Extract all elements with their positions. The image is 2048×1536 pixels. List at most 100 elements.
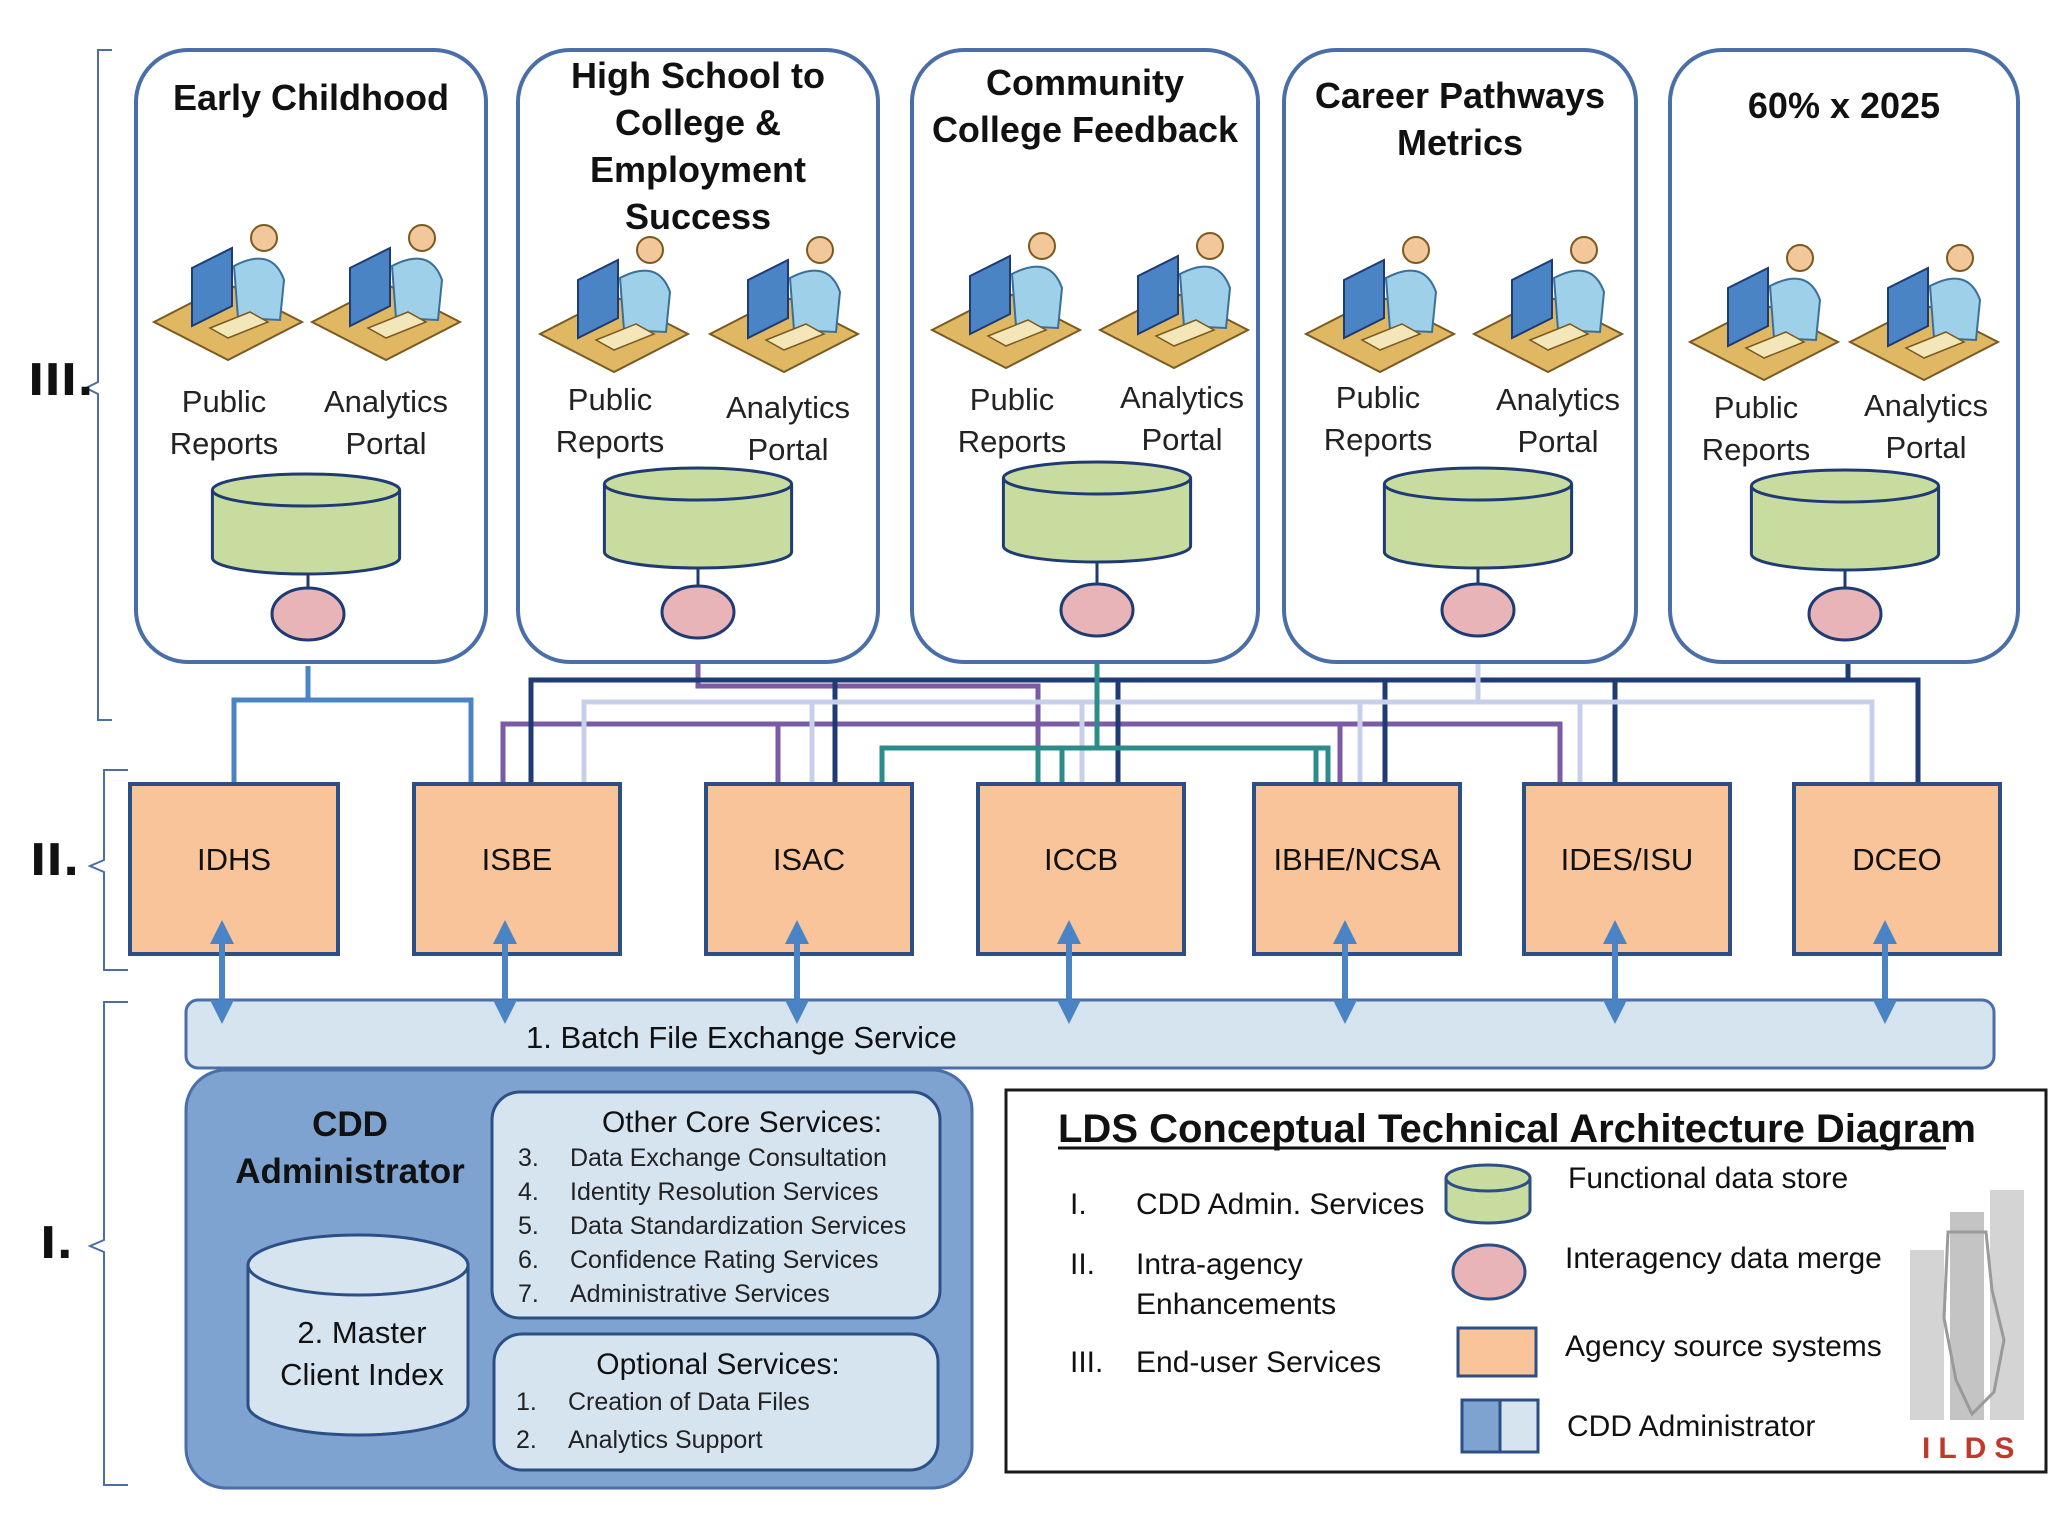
- keyboard: [764, 323, 826, 351]
- ilds-logo: ILDS: [1910, 1190, 2024, 1465]
- interagency-link: [231, 666, 311, 786]
- panel-title: High School to: [571, 55, 825, 96]
- data-store-body: [1001, 478, 1193, 564]
- core-service-text: Administrative Services: [570, 1280, 830, 1308]
- legend-symbol-label-1: Functional data store: [1568, 1162, 1848, 1195]
- agency-label: IDES/ISU: [1561, 842, 1694, 877]
- data-store-body: [1382, 484, 1574, 570]
- core-service-number: 3.: [518, 1144, 539, 1172]
- user-desk-icon: [1303, 236, 1457, 374]
- interagency-data-merge: [1440, 582, 1516, 638]
- person-head: [1196, 232, 1224, 260]
- panel-title: Early Childhood: [173, 77, 449, 118]
- mci-label-line-1: 2. Master: [297, 1315, 426, 1350]
- panel-title: College Feedback: [932, 109, 1239, 150]
- public-reports-label: Public: [1714, 390, 1798, 425]
- data-store-body: [1749, 486, 1941, 572]
- master-client-index: 2. Master Client Index: [246, 1233, 470, 1437]
- functional-data-store: [602, 466, 794, 570]
- interagency-link: [879, 745, 1331, 786]
- exchange-arrows: [210, 920, 1897, 1024]
- batch-file-exchange-label: 1. Batch File Exchange Service: [526, 1020, 957, 1055]
- person-body: [1384, 269, 1438, 334]
- public-reports-label: Reports: [1324, 422, 1433, 457]
- interagency-data-merge: [660, 584, 736, 640]
- legend-symbol-label-2: Interagency data merge: [1565, 1242, 1882, 1275]
- keyboard: [1528, 323, 1590, 351]
- agency-idhs: IDHS: [128, 782, 340, 956]
- monitor-screen: [1137, 254, 1179, 336]
- agency-label: ICCB: [1044, 842, 1118, 877]
- agency-dceo: DCEO: [1792, 782, 2002, 956]
- legend-symbol-merge: [1451, 1243, 1527, 1301]
- agency-isbe: ISBE: [412, 782, 622, 956]
- mci-cylinder-body: [246, 1265, 470, 1437]
- person-head: [1402, 236, 1430, 264]
- legend-symbol-label-3: Agency source systems: [1565, 1330, 1882, 1363]
- public-reports-label: Reports: [170, 426, 279, 461]
- monitor-screen: [349, 246, 391, 328]
- analytics-portal-label: Portal: [346, 426, 427, 461]
- person-body: [232, 257, 286, 322]
- person-head: [636, 236, 664, 264]
- monitor-screen: [1343, 258, 1385, 340]
- core-service-text: Data Exchange Consultation: [570, 1144, 887, 1172]
- data-store-body: [602, 484, 794, 570]
- core-service-number: 5.: [518, 1212, 539, 1240]
- agency-label: DCEO: [1852, 842, 1942, 877]
- cdd-title-line-2: Administrator: [235, 1152, 465, 1191]
- legend-level-num-1: I.: [1070, 1188, 1087, 1221]
- user-desk-icon: [1847, 244, 2001, 382]
- interagency-data-merge: [1059, 582, 1135, 638]
- legend-level-text-3: End-user Services: [1136, 1346, 1381, 1379]
- ilds-logo-state-outline: [1942, 1230, 2006, 1417]
- monitor-screen: [577, 258, 619, 340]
- public-reports-label: Reports: [958, 424, 1067, 459]
- keyboard: [1904, 331, 1966, 359]
- panel-title: 60% x 2025: [1748, 85, 1940, 126]
- brace-tier3: [83, 49, 112, 721]
- agency-ides-isu: IDES/ISU: [1522, 782, 1732, 956]
- person-head: [1028, 232, 1056, 260]
- agency-box: [128, 782, 340, 956]
- agency-box: [1252, 782, 1462, 956]
- functional-data-store: [210, 472, 402, 576]
- person-body: [1768, 277, 1822, 342]
- agency-box: [1522, 782, 1732, 956]
- keyboard: [366, 311, 428, 339]
- monitor-screen: [969, 254, 1011, 336]
- agency-label: ISAC: [773, 842, 845, 877]
- public-reports-label: Public: [568, 382, 652, 417]
- panel-title: Employment: [590, 149, 806, 190]
- user-desk-icon: [707, 236, 861, 374]
- agency-iccb: ICCB: [976, 782, 1186, 956]
- panel-title: Success: [625, 196, 771, 237]
- optional-services: Optional Services: 1.Creation of Data Fi…: [492, 1332, 940, 1472]
- optional-service-text: Analytics Support: [568, 1426, 763, 1454]
- batch-file-exchange-bar: [184, 998, 1996, 1070]
- person-body: [1928, 277, 1982, 342]
- data-store-top: [1749, 468, 1941, 504]
- functional-data-store: [1001, 460, 1193, 564]
- legend-level-text-2b: Enhancements: [1136, 1288, 1336, 1321]
- ilds-logo-bar-2: [1950, 1212, 1984, 1420]
- monitor-screen: [1511, 258, 1553, 340]
- keyboard: [594, 323, 656, 351]
- core-service-number: 6.: [518, 1246, 539, 1274]
- analytics-portal-label: Portal: [1886, 430, 1967, 465]
- legend: LDS Conceptual Technical Architecture Di…: [1004, 1088, 2048, 1474]
- person-body: [618, 269, 672, 334]
- public-reports-label: Public: [1336, 380, 1420, 415]
- person-head: [408, 224, 436, 252]
- agency-box: [412, 782, 622, 956]
- cdd-administrator: CDD Administrator 2. Master Client Index…: [184, 1068, 974, 1490]
- core-service-number: 7.: [518, 1280, 539, 1308]
- batch-file-exchange: 1. Batch File Exchange Service: [184, 998, 1996, 1070]
- panel-title: Metrics: [1397, 122, 1523, 163]
- panel-title: Community: [986, 62, 1184, 103]
- user-desk-icon: [1687, 244, 1841, 382]
